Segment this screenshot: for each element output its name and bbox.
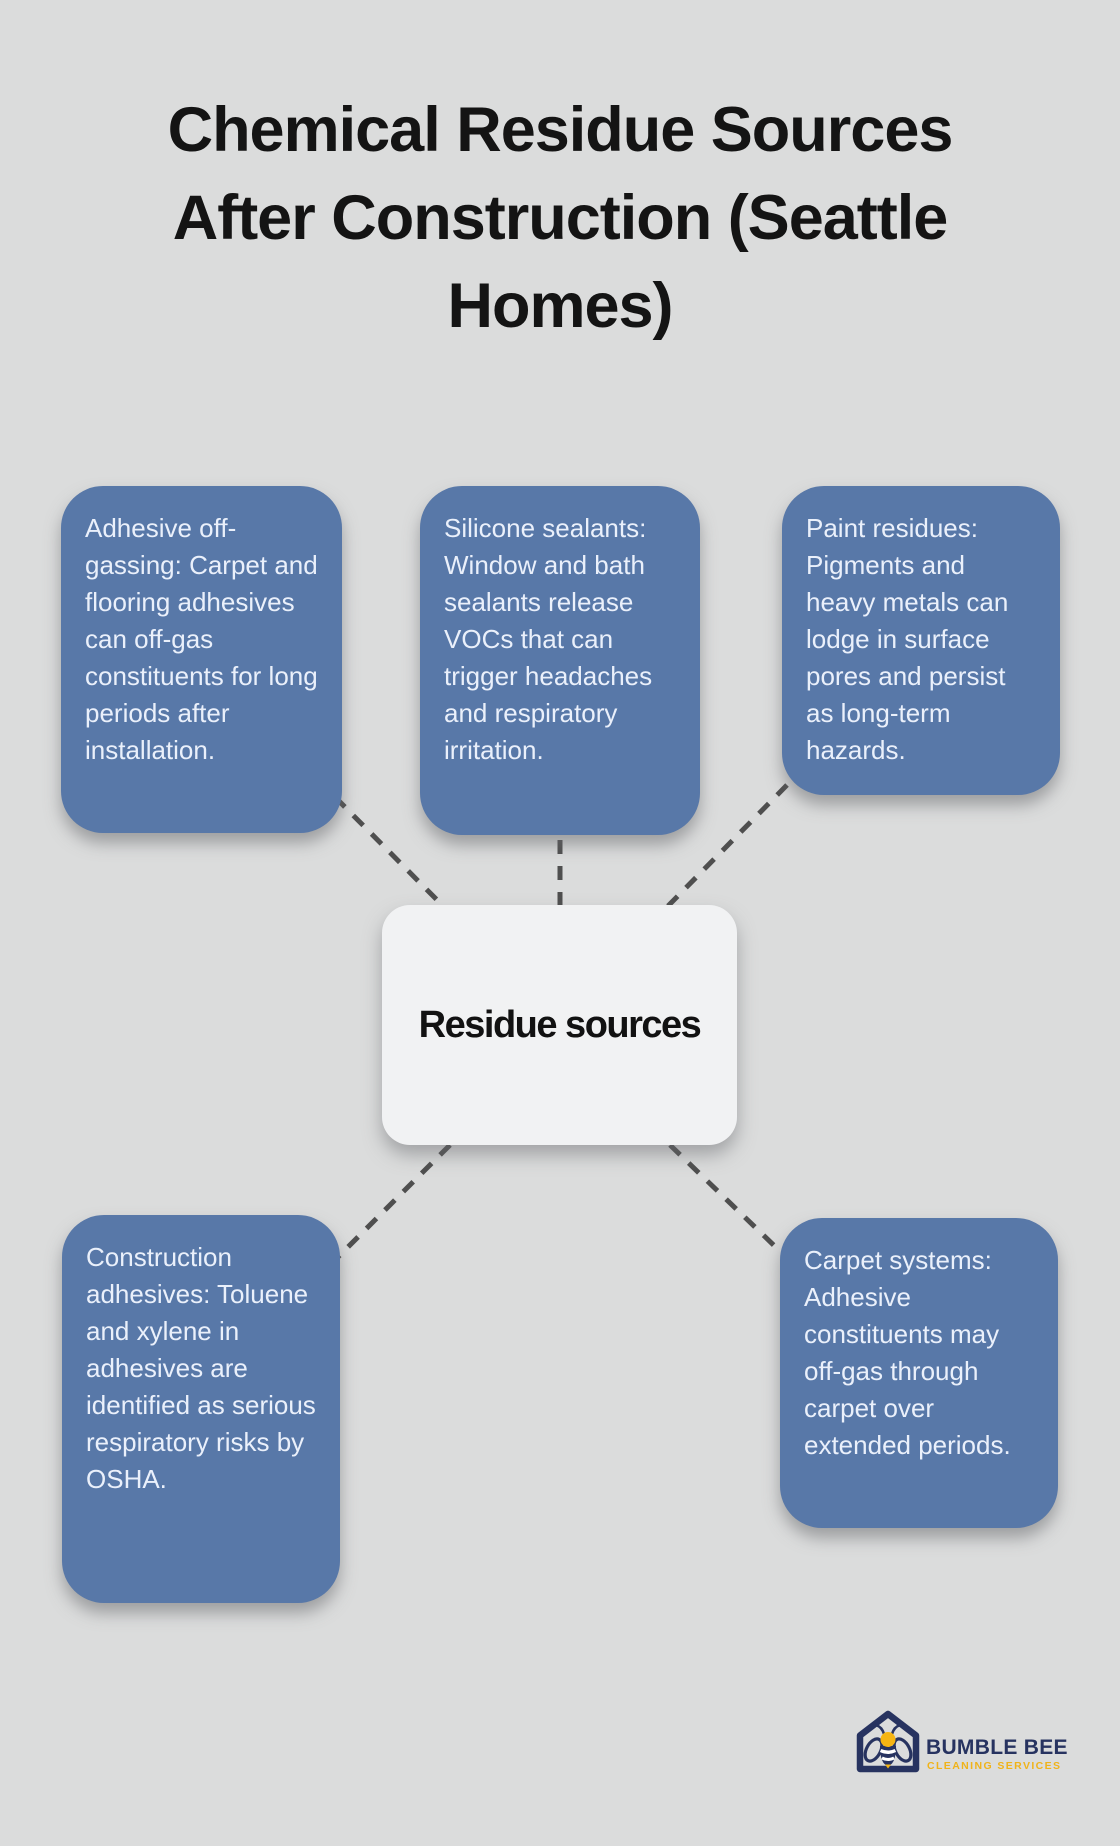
node-paint-residues: Paint residues: Pigments and heavy metal…: [782, 486, 1060, 795]
bumble-bee-tagline-text: CLEANING SERVICES: [927, 1760, 1062, 1772]
page-title-line-3: Homes): [447, 271, 673, 341]
bumble-bee-house-icon: [856, 1710, 920, 1773]
connector-carpet-systems: [668, 1143, 788, 1259]
node-construction-adhesives-text: Construction adhesives: Toluene and xyle…: [86, 1242, 316, 1494]
connector-paint-residues: [666, 783, 789, 908]
page-title: Chemical Residue Sources After Construct…: [0, 86, 1120, 350]
node-adhesive-off-gassing: Adhesive off-gassing: Carpet and floorin…: [61, 486, 342, 833]
node-carpet-systems: Carpet systems: Adhesive constituents ma…: [780, 1218, 1058, 1528]
connector-construction-adhesives: [334, 1143, 452, 1261]
bumble-bee-logo: BUMBLE BEE CLEANING SERVICES: [853, 1708, 1068, 1790]
center-node: Residue sources: [382, 905, 737, 1145]
node-paint-residues-text: Paint residues: Pigments and heavy metal…: [806, 513, 1009, 765]
page-title-line-1: Chemical Residue Sources: [167, 95, 954, 165]
bumble-bee-brand-text: BUMBLE BEE: [926, 1736, 1068, 1759]
center-node-label: Residue sources: [418, 1003, 702, 1046]
node-carpet-systems-text: Carpet systems: Adhesive constituents ma…: [804, 1245, 1011, 1460]
page-title-line-2: After Construction (Seattle: [172, 183, 949, 253]
node-adhesive-off-gassing-text: Adhesive off-gassing: Carpet and floorin…: [85, 513, 318, 765]
node-silicone-sealants: Silicone sealants: Window and bath seala…: [420, 486, 700, 835]
node-silicone-sealants-text: Silicone sealants: Window and bath seala…: [444, 513, 653, 765]
node-construction-adhesives: Construction adhesives: Toluene and xyle…: [62, 1215, 340, 1603]
